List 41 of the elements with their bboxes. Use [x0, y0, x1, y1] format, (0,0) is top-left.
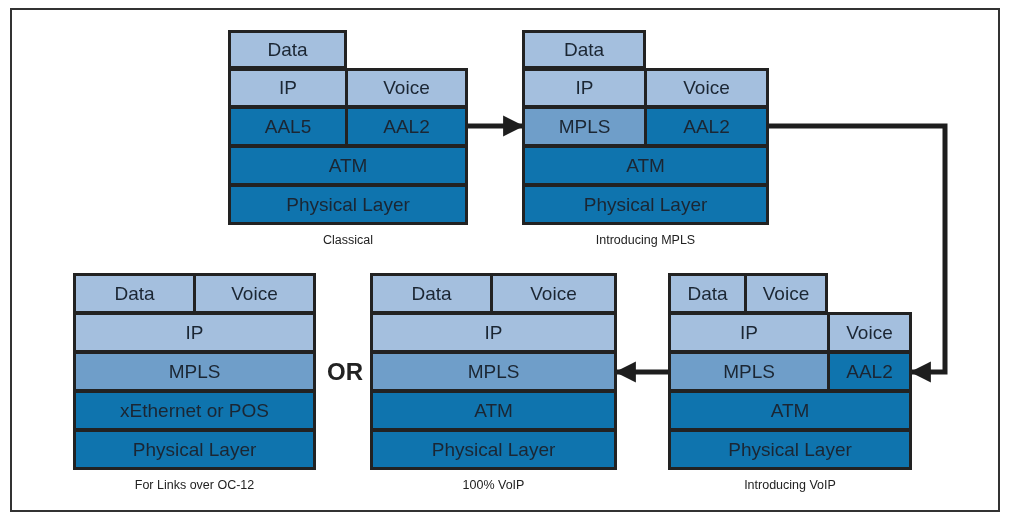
layer-cell: Physical Layer: [73, 429, 316, 470]
stack-caption: For Links over OC-12: [133, 478, 256, 492]
layer-cell: Data: [73, 273, 196, 314]
layer-cell: MPLS: [370, 351, 617, 392]
layer-cell: IP: [228, 68, 348, 108]
layer-cell: ATM: [228, 145, 468, 186]
layer-cell: AAL5: [228, 106, 348, 147]
arrow: [769, 123, 948, 383]
layer-cell: ATM: [668, 390, 912, 431]
layer-cell: Voice: [744, 273, 828, 314]
layer-cell: AAL2: [827, 351, 912, 392]
layer-cell: IP: [522, 68, 647, 108]
layer-cell: Physical Layer: [370, 429, 617, 470]
layer-cell: IP: [73, 312, 316, 353]
layer-cell: Physical Layer: [228, 184, 468, 225]
layer-cell: Data: [370, 273, 493, 314]
stack-caption: Introducing VoIP: [743, 478, 837, 492]
layer-cell: Voice: [827, 312, 912, 353]
layer-cell: ATM: [522, 145, 769, 186]
stack-caption: Classical: [322, 233, 374, 247]
layer-cell: Physical Layer: [668, 429, 912, 470]
layer-cell: Voice: [490, 273, 617, 314]
layer-cell: MPLS: [668, 351, 830, 392]
layer-cell: Voice: [345, 68, 468, 108]
layer-cell: Voice: [644, 68, 769, 108]
layer-cell: IP: [370, 312, 617, 353]
layer-cell: xEthernet or POS: [73, 390, 316, 431]
stack-caption: 100% VoIP: [461, 478, 526, 492]
layer-cell: Physical Layer: [522, 184, 769, 225]
layer-cell: AAL2: [644, 106, 769, 147]
layer-cell: MPLS: [522, 106, 647, 147]
stack-caption: Introducing MPLS: [594, 233, 697, 247]
layer-cell: Data: [522, 30, 646, 69]
or-label: OR: [327, 358, 363, 386]
layer-cell: Data: [228, 30, 347, 69]
layer-cell: IP: [668, 312, 830, 353]
layer-cell: Data: [668, 273, 747, 314]
layer-cell: Voice: [193, 273, 316, 314]
layer-cell: MPLS: [73, 351, 316, 392]
layer-cell: AAL2: [345, 106, 468, 147]
layer-cell: ATM: [370, 390, 617, 431]
